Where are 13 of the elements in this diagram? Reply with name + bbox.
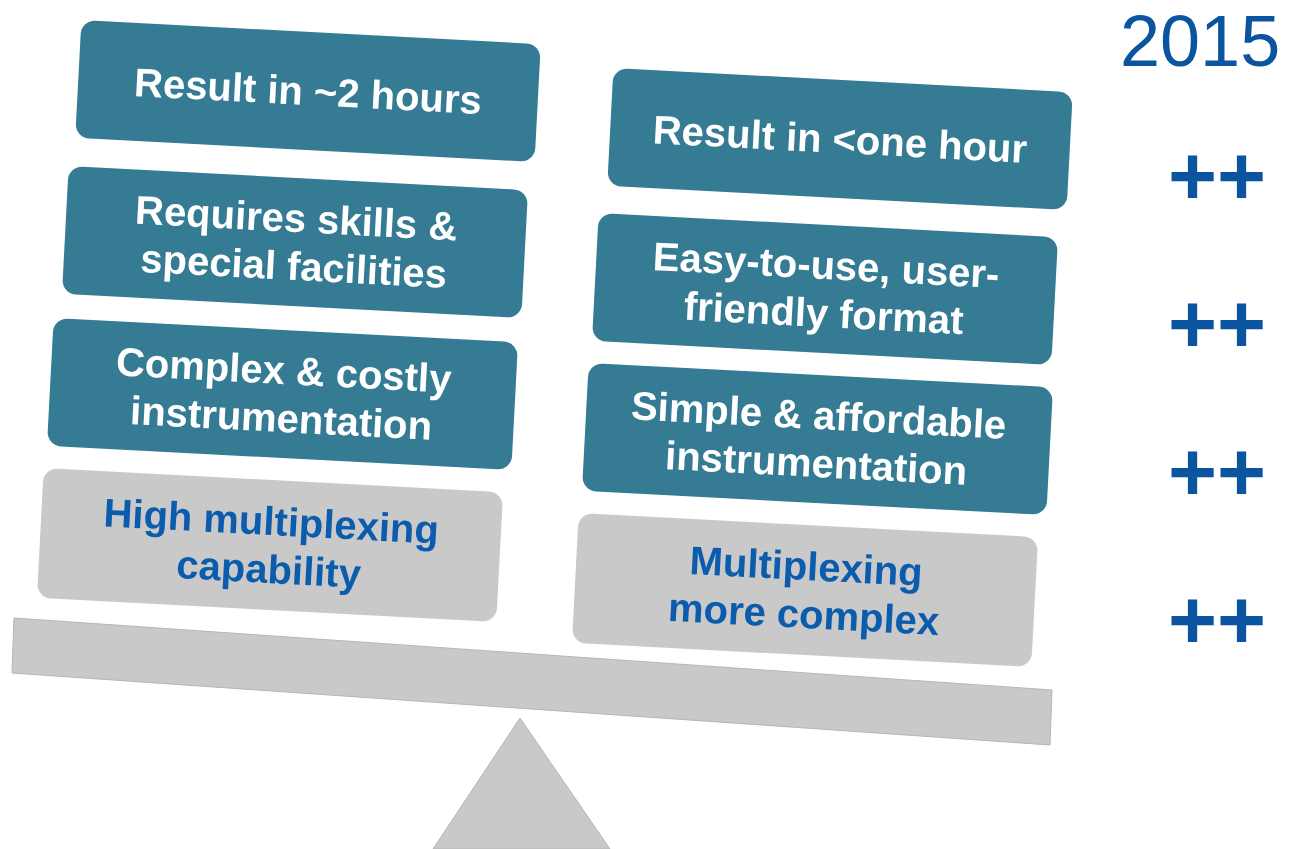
box-text: Result in ~2 hours — [133, 58, 483, 125]
box-text: Easy-to-use, user-friendly format — [650, 233, 1002, 345]
box-text: Simple & affordable instrumentation — [629, 382, 1009, 495]
plus-rating: ++ — [1168, 276, 1267, 373]
box-text: Requires skills & special facilities — [133, 186, 460, 298]
year-label: 2015 — [1120, 0, 1281, 82]
box-text: High multiplexing capability — [101, 489, 441, 598]
plus-rating: ++ — [1168, 572, 1267, 669]
plus-rating: ++ — [1168, 424, 1267, 521]
box-text: Result in <one hour — [651, 106, 1029, 173]
plus-rating: ++ — [1168, 128, 1267, 225]
box-text: Complex & costly instrumentation — [114, 338, 454, 450]
box-text: Multiplexing more complex — [666, 536, 942, 646]
